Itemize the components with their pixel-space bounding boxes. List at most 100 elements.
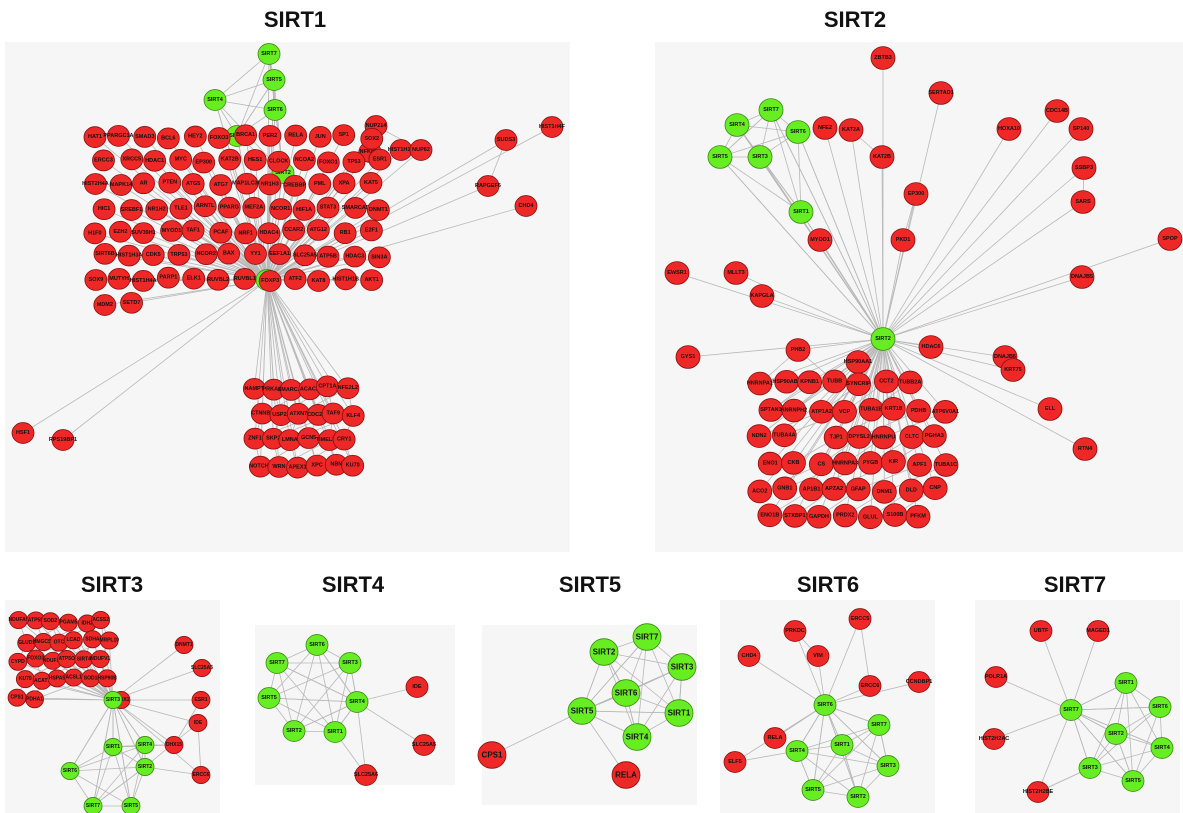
sirtuin-node[interactable] — [103, 691, 123, 709]
network-node[interactable]: TRP53 — [167, 243, 191, 266]
network-node[interactable]: HNRNPA3 — [832, 451, 858, 476]
network-node[interactable]: PFKM — [905, 504, 931, 529]
network-node[interactable]: DHX15 — [164, 736, 184, 754]
network-node[interactable]: SIRT6 — [611, 679, 641, 707]
target-node[interactable] — [334, 268, 358, 291]
target-node[interactable] — [93, 294, 117, 316]
network-node[interactable]: SIRT2 — [846, 786, 870, 808]
target-node[interactable] — [207, 127, 231, 149]
network-node[interactable]: TUBA1B — [858, 397, 884, 422]
network-node[interactable]: DLD — [898, 478, 924, 503]
target-node[interactable] — [832, 503, 858, 528]
target-node[interactable] — [611, 761, 641, 789]
network-node[interactable]: EZH2 — [108, 220, 132, 243]
target-node[interactable] — [132, 172, 155, 195]
network-node[interactable]: MYC — [169, 148, 193, 171]
network-node[interactable]: MUTYH — [107, 267, 131, 290]
target-node[interactable] — [93, 242, 117, 265]
target-node[interactable] — [747, 479, 773, 504]
network-node[interactable]: SMARCA5 — [342, 197, 369, 219]
network-node[interactable]: SIN3A — [367, 246, 391, 269]
sirtuin-node[interactable] — [876, 755, 900, 777]
network-node[interactable]: PDHA1 — [25, 690, 44, 709]
network-node[interactable]: ATP1A2 — [809, 399, 834, 424]
network-node[interactable]: HOXA10 — [996, 117, 1022, 141]
target-node[interactable] — [217, 242, 241, 265]
sirtuin-node[interactable] — [1148, 696, 1172, 718]
target-node[interactable] — [174, 636, 194, 654]
target-node[interactable] — [984, 666, 1008, 688]
network-node[interactable]: SP140 — [1068, 117, 1094, 141]
network-node[interactable]: UBTF — [1029, 620, 1053, 642]
network-node[interactable]: SMARCA4 — [278, 379, 306, 401]
network-node[interactable]: XPC — [305, 454, 329, 477]
sirtuin-node[interactable] — [870, 327, 896, 351]
target-node[interactable] — [131, 270, 155, 292]
network-node[interactable]: ZBTB3 — [870, 46, 896, 70]
target-node[interactable] — [332, 124, 356, 146]
network-node[interactable]: CREBBP — [283, 174, 307, 197]
network-node[interactable]: SIRT6 — [813, 694, 837, 716]
network-node[interactable]: SIRT7 — [632, 623, 662, 651]
network-node[interactable]: ACSS2 — [91, 611, 111, 629]
target-node[interactable] — [781, 451, 806, 475]
network-node[interactable]: SIRT6 — [1148, 696, 1172, 718]
target-node[interactable] — [120, 291, 143, 314]
sirtuin-node[interactable] — [338, 652, 362, 674]
target-node[interactable] — [341, 405, 365, 427]
target-node[interactable] — [156, 127, 180, 150]
network-node[interactable]: WRN — [267, 456, 291, 478]
network-node[interactable]: SIRT1 — [323, 721, 347, 743]
network-node[interactable]: CDC14B — [1044, 99, 1070, 123]
network-node[interactable]: SIRT3 — [747, 145, 773, 169]
target-node[interactable] — [191, 691, 211, 709]
target-node[interactable] — [332, 172, 356, 195]
network-node[interactable]: SPOP — [1157, 227, 1183, 251]
network-node[interactable]: CCNDBP1 — [906, 671, 933, 693]
target-node[interactable] — [244, 243, 267, 265]
network-node[interactable]: MAP1LC3B — [232, 172, 262, 195]
target-node[interactable] — [405, 676, 429, 698]
network-node[interactable]: IDE — [188, 714, 208, 732]
network-node[interactable]: SIRT6 — [263, 99, 287, 121]
network-node[interactable]: ATG12 — [306, 219, 330, 241]
target-node[interactable] — [145, 198, 169, 221]
target-node[interactable] — [918, 335, 944, 359]
network-node[interactable]: HDAC3 — [343, 245, 367, 268]
target-node[interactable] — [747, 371, 773, 396]
target-node[interactable] — [269, 198, 293, 220]
network-node[interactable]: SIRT3 — [1078, 757, 1102, 779]
sirtuin-node[interactable] — [632, 623, 662, 651]
network-node[interactable]: ATP5O — [57, 650, 77, 668]
target-node[interactable] — [109, 174, 133, 196]
network-node[interactable]: SPTAN1 — [758, 398, 784, 422]
target-node[interactable] — [307, 270, 330, 292]
sirtuin-node[interactable] — [345, 691, 369, 713]
network-node[interactable]: KAT5 — [359, 172, 383, 194]
target-node[interactable] — [367, 246, 391, 269]
network-node[interactable]: ESR1 — [368, 148, 392, 171]
target-node[interactable] — [359, 219, 383, 242]
target-node[interactable] — [368, 148, 392, 171]
network-node[interactable]: HIC1 — [92, 198, 116, 221]
target-node[interactable] — [771, 423, 797, 448]
target-node[interactable] — [797, 370, 823, 395]
network-node[interactable]: ATF2 — [283, 268, 307, 290]
network-node[interactable]: STXBP1 — [782, 504, 808, 528]
target-node[interactable] — [107, 267, 131, 290]
network-node[interactable]: SIRT7 — [758, 98, 784, 122]
network-node[interactable]: RTN4 — [1072, 437, 1098, 461]
network-node[interactable]: CPS1 — [7, 688, 27, 707]
target-node[interactable] — [476, 175, 500, 197]
network-node[interactable]: SKP2 — [261, 427, 285, 450]
target-node[interactable] — [268, 243, 292, 265]
target-node[interactable] — [359, 172, 383, 194]
network-node[interactable]: SOX2 — [360, 127, 384, 150]
network-node[interactable]: ELK1 — [182, 267, 206, 290]
target-node[interactable] — [880, 450, 906, 474]
target-node[interactable] — [316, 245, 340, 268]
target-node[interactable] — [234, 222, 258, 245]
sirtuin-node[interactable] — [747, 145, 773, 169]
target-node[interactable] — [763, 727, 787, 749]
target-node[interactable] — [540, 116, 564, 138]
